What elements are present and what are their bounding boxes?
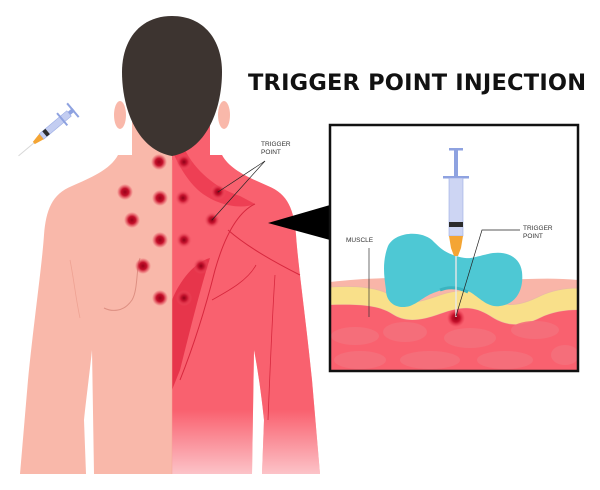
inset-trigger-point-label: TRIGGER POINT (523, 225, 553, 240)
inset-muscle-label: MUSCLE (346, 237, 374, 244)
inset-frame (328, 123, 580, 373)
trigger-points-body (117, 154, 226, 306)
right-ear (218, 101, 230, 129)
page-title: TRIGGER POINT INJECTION (248, 70, 587, 96)
left-ear (114, 101, 126, 129)
callout-pointer (268, 205, 330, 240)
body-trigger-point-label: TRIGGER POINT (261, 141, 291, 156)
torso (20, 120, 320, 474)
body-label-leaders (211, 160, 266, 221)
body-syringe-icon (18, 102, 80, 157)
inset-syringe-icon (443, 148, 469, 256)
inset-panel (328, 123, 580, 373)
head-hair (122, 16, 222, 156)
trigger-leader (455, 229, 520, 317)
